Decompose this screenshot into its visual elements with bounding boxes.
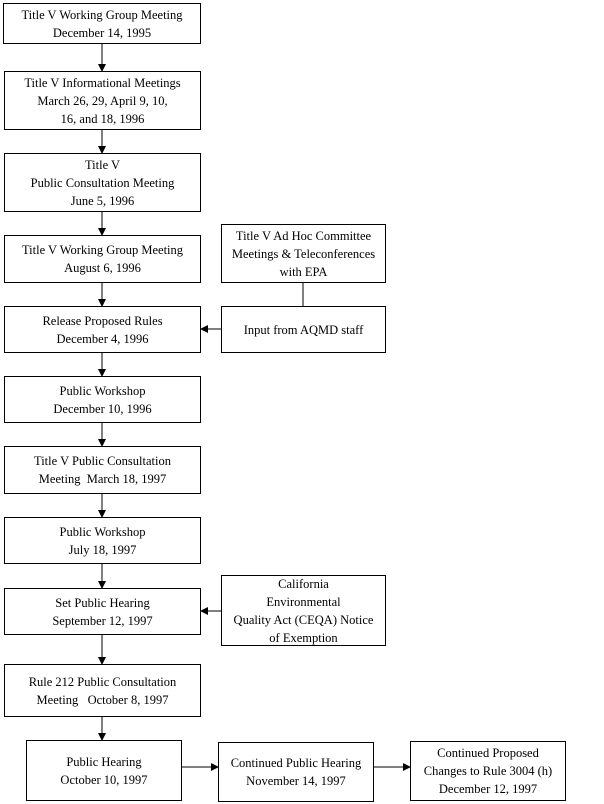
step-public-workshop-1997: Public Workshop July 18, 1997	[4, 517, 201, 564]
input-line: Quality Act (CEQA) Notice	[233, 612, 374, 627]
step-line: Title V	[84, 157, 121, 172]
step-line: November 14, 1997	[246, 774, 346, 788]
step-line: December 4, 1996	[56, 331, 149, 346]
input-line: Input from AQMD staff	[243, 322, 364, 337]
input-line: with EPA	[279, 264, 328, 279]
step-line: Changes to Rule 3004 (h)	[423, 764, 553, 778]
input-line: Environmental	[266, 594, 341, 609]
step-line: December 12, 1997	[438, 782, 538, 796]
step-line: July 18, 1997	[68, 542, 137, 557]
step-line: Title V Working Group Meeting	[21, 7, 183, 22]
step-line: Title V Informational Meetings	[24, 75, 181, 90]
step-line: March 26, 29, April 9, 10,	[37, 93, 168, 108]
step-working-group-1995: Title V Working Group Meeting December 1…	[3, 3, 201, 44]
step-line: June 5, 1996	[70, 193, 135, 208]
step-line: August 6, 1996	[64, 261, 141, 275]
step-public-consultation-1996: Title V Public Consultation Meeting June…	[4, 153, 201, 212]
step-rule-212-consultation: Rule 212 Public Consultation Meeting Oct…	[4, 664, 201, 717]
step-public-workshop-1996: Public Workshop December 10, 1996	[4, 376, 201, 423]
step-public-hearing: Public Hearing October 10, 1997	[26, 740, 182, 801]
step-set-public-hearing: Set Public Hearing September 12, 1997	[4, 588, 201, 635]
input-line: California	[278, 576, 329, 591]
step-line: Meeting October 8, 1997	[36, 692, 169, 707]
input-line: of Exemption	[269, 630, 338, 645]
step-line: Title V Working Group Meeting	[21, 243, 184, 257]
step-line: December 10, 1996	[53, 401, 152, 416]
step-continued-proposed-changes: Continued Proposed Changes to Rule 3004 …	[410, 741, 566, 801]
step-line: Public Hearing	[66, 754, 142, 769]
input-ceqa-notice: California Environmental Quality Act (CE…	[221, 575, 386, 646]
step-line: Continued Proposed	[437, 746, 539, 760]
step-line: Meeting March 18, 1997	[38, 472, 167, 486]
step-continued-public-hearing: Continued Public Hearing November 14, 19…	[218, 742, 374, 802]
input-adhoc-committee: Title V Ad Hoc Committee Meetings & Tele…	[221, 224, 386, 283]
step-working-group-1996: Title V Working Group Meeting August 6, …	[4, 235, 201, 283]
input-aqmd-staff: Input from AQMD staff	[221, 306, 386, 353]
step-line: October 10, 1997	[60, 772, 148, 787]
step-line: 16, and 18, 1996	[60, 111, 145, 126]
step-release-proposed-rules: Release Proposed Rules December 4, 1996	[4, 306, 201, 353]
step-line: Continued Public Hearing	[230, 756, 362, 770]
step-line: December 14, 1995	[52, 25, 152, 40]
input-line: Title V Ad Hoc Committee	[235, 228, 372, 243]
step-informational-meetings: Title V Informational Meetings March 26,…	[4, 71, 201, 130]
step-line: Set Public Hearing	[55, 595, 150, 610]
step-public-consultation-1997: Title V Public Consultation Meeting Marc…	[4, 446, 201, 494]
step-line: Release Proposed Rules	[42, 313, 163, 328]
step-line: Title V Public Consultation	[34, 454, 171, 468]
step-line: Rule 212 Public Consultation	[28, 674, 177, 689]
input-line: Meetings & Teleconferences	[231, 246, 376, 261]
step-line: September 12, 1997	[52, 613, 153, 628]
step-line: Public Consultation Meeting	[30, 175, 175, 190]
step-line: Public Workshop	[59, 524, 146, 539]
step-line: Public Workshop	[59, 383, 146, 398]
